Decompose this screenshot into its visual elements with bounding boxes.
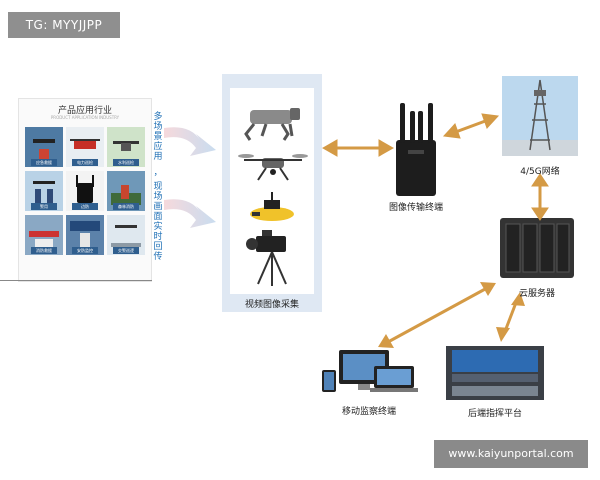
thumb-caption: 安防监控 — [72, 247, 98, 254]
label-mobile-terminal: 移动监察终端 — [341, 407, 396, 417]
command-center-icon — [446, 346, 544, 400]
thumb-caption: 警用 — [31, 203, 57, 210]
arrow-network-cloud — [531, 173, 549, 221]
watermark-url: www.kaiyunportal.com — [434, 440, 588, 468]
thumb-water: 水利巡检 — [107, 127, 145, 167]
tg-tag: TG: MYYJJPP — [8, 12, 120, 38]
thumb-police: 警用 — [25, 171, 63, 211]
tripod-camera-icon — [246, 230, 287, 286]
unmanned-boat-icon — [250, 192, 294, 221]
transmission-terminal-icon — [396, 103, 436, 196]
cloud-server-icon — [500, 218, 574, 278]
fat-arrow-upper — [164, 127, 216, 156]
thumb-border: 边防 — [66, 171, 104, 211]
panel-title: 产品应用行业 — [57, 106, 112, 116]
thumb-power: 电力巡检 — [66, 127, 104, 167]
thumb-forest: 森林消防 — [107, 171, 145, 211]
thumb-fire: 消防救援 — [25, 215, 63, 255]
label-cloud-server: 云服务器 — [518, 289, 555, 299]
panel-baseline — [0, 280, 152, 281]
robot-dog-icon — [244, 108, 300, 141]
drone-icon — [238, 154, 308, 181]
cell-tower-icon — [502, 76, 578, 156]
arrow-transmit-network — [442, 113, 500, 139]
arrow-cloud-mobile — [378, 282, 496, 348]
fat-arrow-lower — [164, 199, 216, 228]
product-application-panel: 产品应用行业 PRODUCT APPLICATION INDUSTRY 应急救援… — [18, 98, 152, 282]
thumb-caption: 应急救援 — [31, 159, 57, 166]
label-command-platform: 后端指挥平台 — [467, 409, 522, 419]
thumb-security: 安防监控 — [66, 215, 104, 255]
arrow-cloud-command — [496, 292, 525, 342]
mobile-terminal-icon — [322, 350, 418, 392]
arrow-collect-transmit — [321, 139, 395, 157]
thumb-caption: 森林消防 — [113, 203, 139, 210]
panel-subtitle: PRODUCT APPLICATION INDUSTRY — [50, 115, 120, 120]
thumb-caption: 消防救援 — [31, 247, 57, 254]
label-transmission-terminal: 图像传输终端 — [388, 203, 443, 213]
side-text-comma: ， — [153, 168, 163, 178]
label-network: 4/5G网络 — [520, 167, 560, 177]
thumb-caption: 水利巡检 — [113, 159, 139, 166]
thumb-caption: 电力巡检 — [72, 159, 98, 166]
thumb-caption: 交警巡逻 — [113, 247, 139, 254]
side-text-left: 多场景应用 — [153, 112, 163, 162]
thumb-caption: 边防 — [72, 203, 98, 210]
side-text-right: 现场画面实时回传 — [153, 182, 163, 262]
thumb-traffic: 交警巡逻 — [107, 215, 145, 255]
label-video-collection: 视频图像采集 — [244, 300, 299, 310]
thumb-emergency: 应急救援 — [25, 127, 63, 167]
